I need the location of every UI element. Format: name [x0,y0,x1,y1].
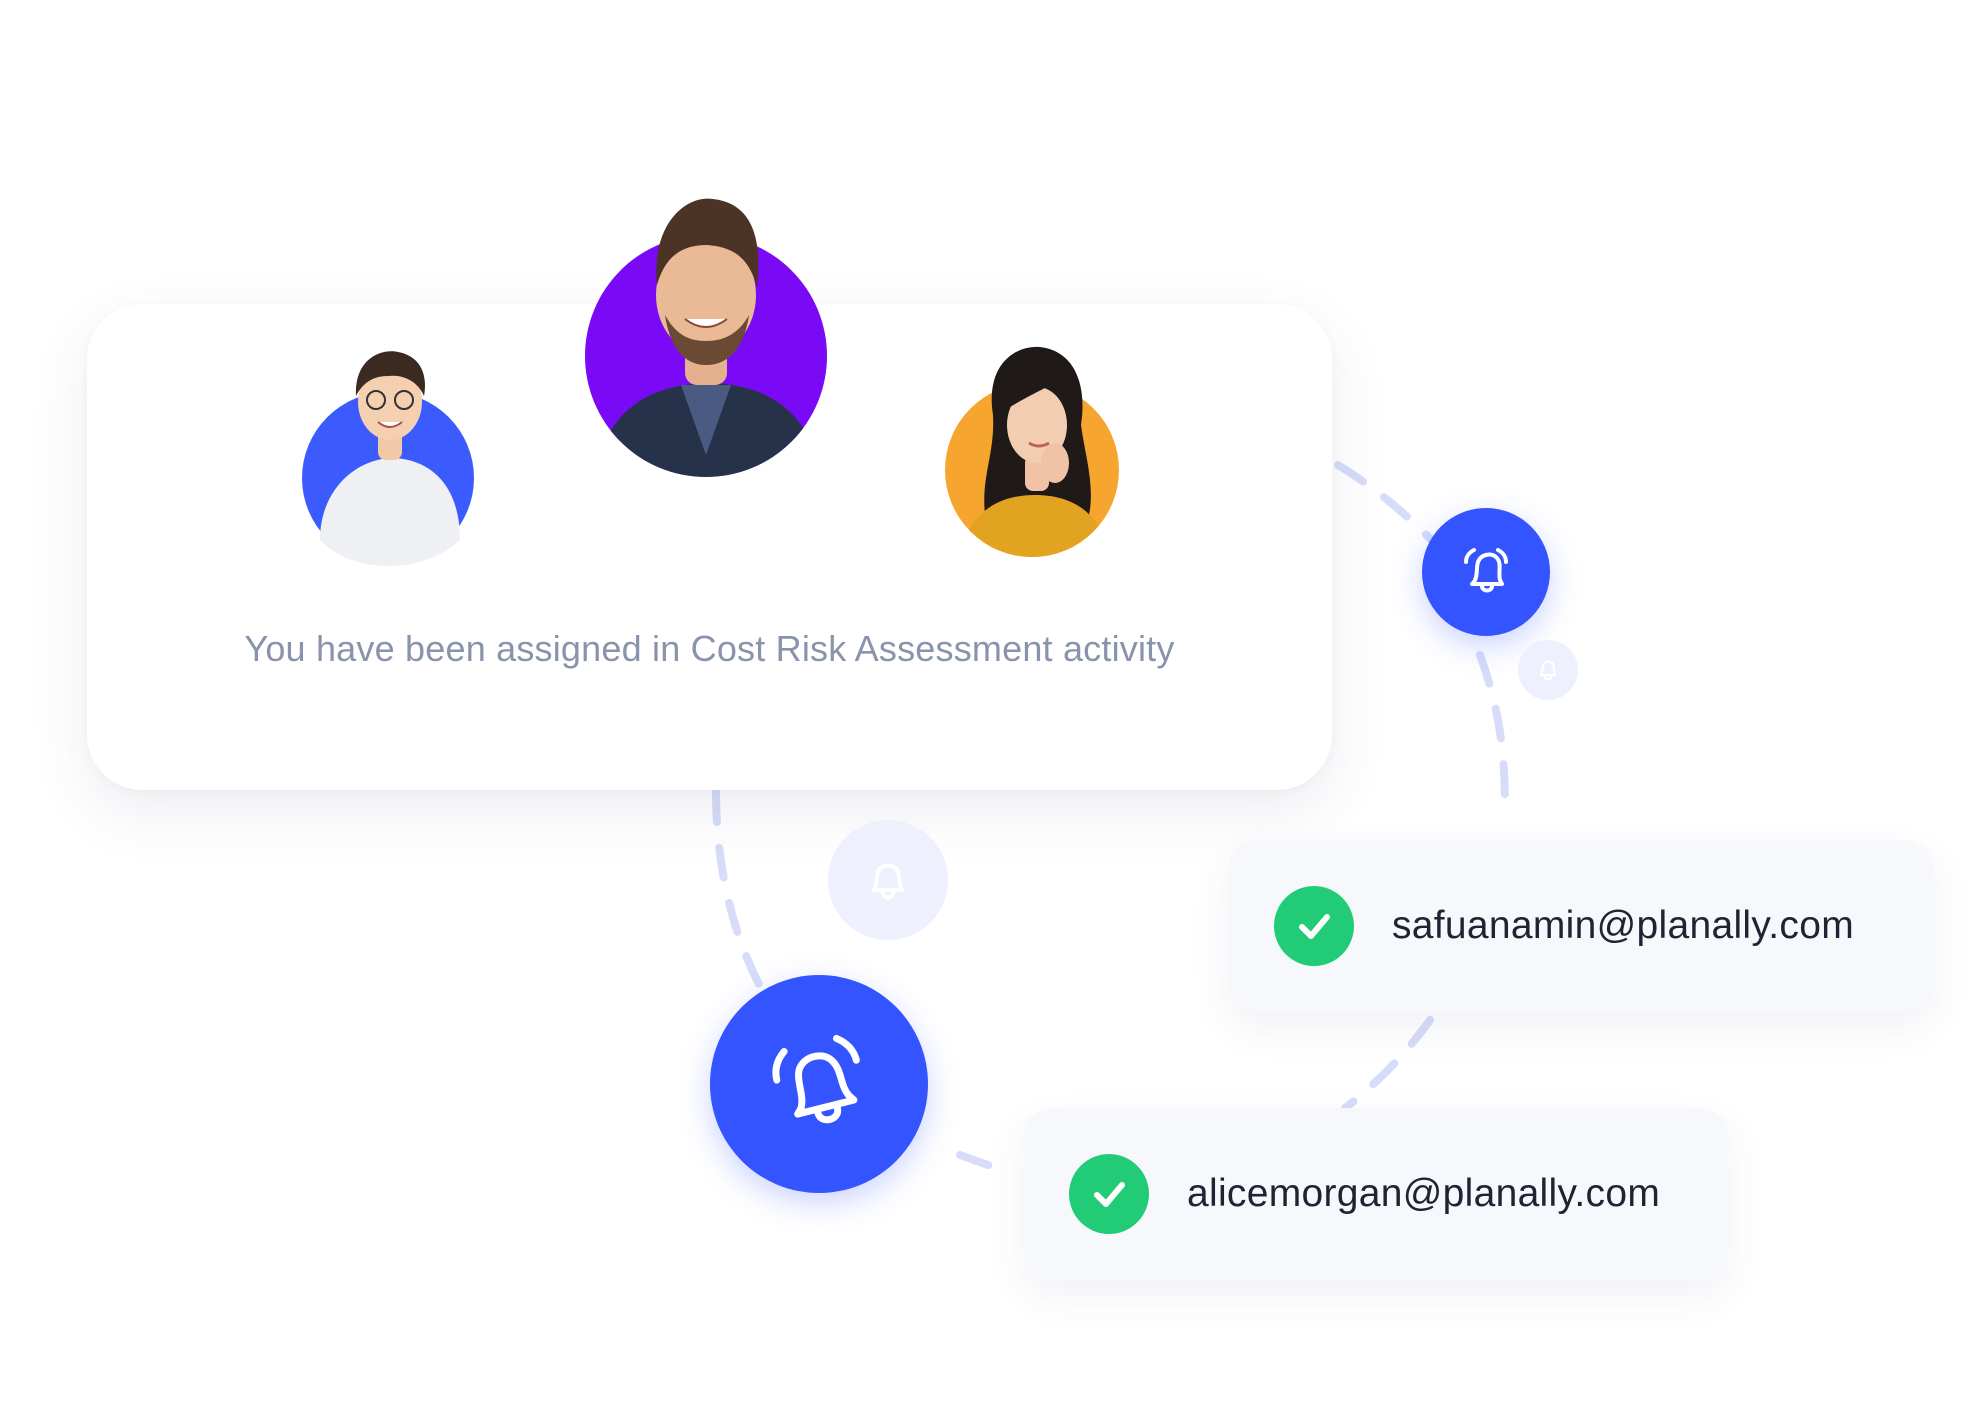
check-icon [1274,886,1354,966]
connector-email1-to-email2 [1341,1016,1434,1112]
connector-bell-to-email1 [1476,651,1509,814]
person-illustration-right [959,346,1111,557]
assignee-email: safuanamin@planally.com [1392,904,1854,947]
check-icon [1069,1154,1149,1234]
avatar-left [300,330,480,566]
person-illustration-center [595,198,821,477]
bell-icon [872,863,904,900]
bell-button-large[interactable] [710,975,928,1193]
bell-ringing-icon [772,1034,860,1124]
avatar-right [945,345,1125,560]
connector-card-to-bigbell [712,788,766,994]
avatar-center [585,195,835,480]
bell-ringing-icon [1464,548,1508,593]
bell-icon [1539,660,1557,681]
assignee-email: alicemorgan@planally.com [1187,1172,1661,1215]
connector-card-to-bell [1334,461,1474,589]
bell-button-small[interactable] [1422,508,1550,636]
bell-faint-medium [828,820,948,940]
bell-faint-tiny [1518,640,1578,700]
assignee-row-2: alicemorgan@planally.com [1023,1108,1729,1280]
person-illustration-left [320,351,460,566]
notification-message: You have been assigned in Cost Risk Asse… [244,628,1175,669]
assignee-row-1: safuanamin@planally.com [1228,840,1934,1012]
connector-bigbell-to-email2 [956,1151,1014,1176]
